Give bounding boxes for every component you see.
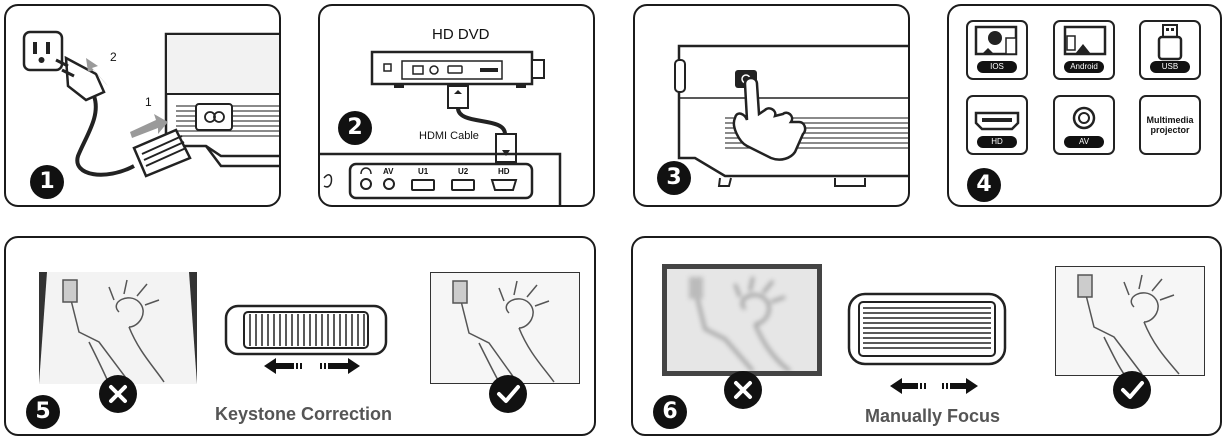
source-android-tile: Android [1053,20,1115,80]
statue-of-liberty-picture [431,273,578,382]
source-av-tile: AV [1053,95,1115,155]
android-screen-mirror-icon [1055,22,1117,82]
keystone-corrected-image [430,272,580,384]
hdmi-cable-label: HDMI Cable [419,130,479,142]
source-av-label: AV [1064,136,1104,148]
step-number-4: 4 [967,168,1001,202]
ios-screen-mirror-icon [968,22,1030,82]
focus-correct-icon [1113,371,1151,409]
keystone-wrong-icon [99,375,137,413]
step-4-panel: IOS Android USB HD AV Multimedia project [947,4,1222,207]
focus-blurry-image [662,264,822,376]
keystone-dial [226,306,386,362]
source-hd-tile: HD [966,95,1028,155]
statue-of-liberty-sharp-picture [1056,267,1203,374]
source-ios-label: IOS [977,61,1017,73]
port-label-u1: U1 [418,167,428,176]
keystone-left-right-arrows [264,356,360,376]
port-label-av: AV [383,167,394,176]
hdmi-icon [968,97,1030,157]
source-ios-tile: IOS [966,20,1028,80]
step-number-5: 5 [26,395,60,429]
step-5-panel: Keystone Correction 5 [4,236,596,436]
statue-of-liberty-distorted-picture [39,272,197,384]
statue-of-liberty-blurry-picture [667,269,817,371]
focus-wrong-icon [724,371,762,409]
source-android-label: Android [1064,61,1104,73]
port-label-hd: HD [498,167,510,176]
usb-icon [1141,22,1203,82]
focus-caption: Manually Focus [865,406,1000,427]
source-usb-label: USB [1150,61,1190,73]
step-2-panel: HD DVD HDMI Cable AV U1 U2 HD 2 [318,4,595,207]
arrow-label-1: 1 [145,95,152,109]
source-multimedia-label: Multimedia projector [1143,115,1197,135]
focus-sharp-image [1055,266,1205,376]
step-3-panel: 3 [633,4,910,207]
source-usb-tile: USB [1139,20,1201,80]
hdmi-connection-illustration [320,6,595,207]
arrow-label-2: 2 [110,50,117,64]
av-icon [1055,97,1117,157]
keystone-correct-icon [489,375,527,413]
port-label-u2: U2 [458,167,468,176]
source-multimedia-tile: Multimedia projector [1139,95,1201,155]
focus-dial [849,294,1005,370]
step-number-6: 6 [653,395,687,429]
source-hd-label: HD [977,136,1017,148]
focus-left-right-arrows [890,376,978,396]
step-6-panel: Manually Focus 6 [631,236,1222,436]
keystone-distorted-image [39,272,197,384]
step-number-3: 3 [657,161,691,195]
step-number-2: 2 [338,111,372,145]
step-number-1: 1 [30,165,64,199]
step-1-panel: 2 1 1 [4,4,281,207]
keystone-caption: Keystone Correction [215,404,392,425]
